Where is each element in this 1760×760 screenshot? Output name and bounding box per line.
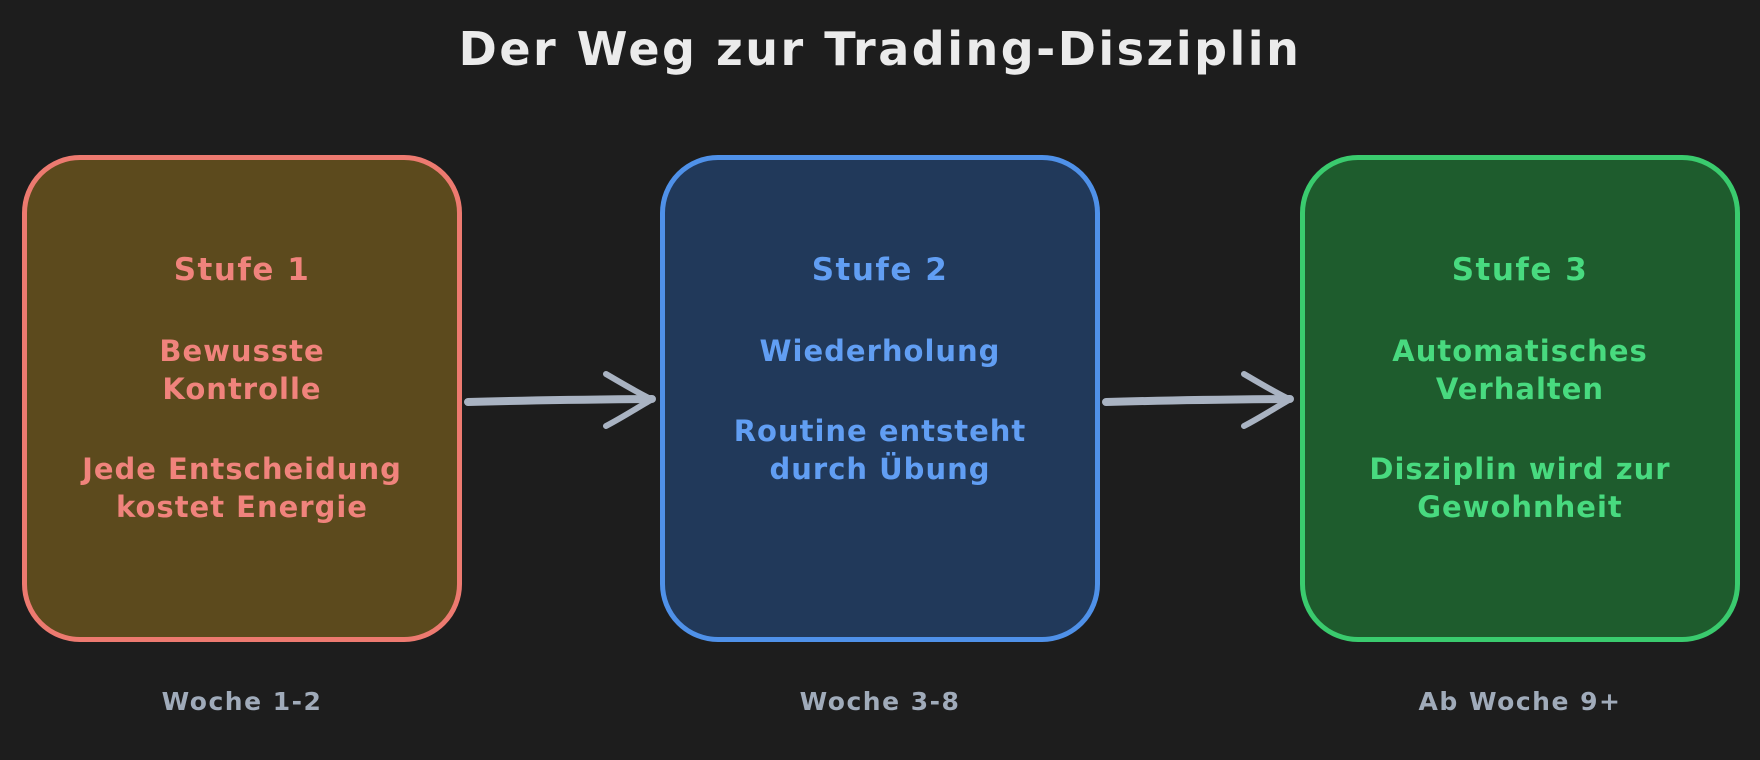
stage-card-2: Stufe 2 Wiederholung Routine entsteht du… bbox=[660, 155, 1100, 642]
stage-3-description: Disziplin wird zur Gewohnheit bbox=[1369, 452, 1671, 524]
stage-2-week-label: Woche 3-8 bbox=[799, 687, 961, 716]
stage-1-heading: Stufe 1 bbox=[173, 252, 311, 288]
stage-2-heading: Stufe 2 bbox=[811, 252, 949, 288]
stage-card-1: Stufe 1 Bewusste Kontrolle Jede Entschei… bbox=[22, 155, 462, 642]
stage-2-description: Routine entsteht durch Übung bbox=[733, 414, 1027, 486]
stage-3-heading: Stufe 3 bbox=[1451, 252, 1589, 288]
stage-card-3: Stufe 3 Automatisches Verhalten Diszipli… bbox=[1300, 155, 1740, 642]
stage-1-week-label: Woche 1-2 bbox=[161, 687, 323, 716]
diagram-title: Der Weg zur Trading-Disziplin bbox=[458, 22, 1302, 76]
stage-3-week-label: Ab Woche 9+ bbox=[1418, 687, 1622, 716]
stage-2-subtitle: Wiederholung bbox=[759, 334, 1001, 368]
stage-3-subtitle: Automatisches Verhalten bbox=[1392, 334, 1648, 406]
stage-1-subtitle: Bewusste Kontrolle bbox=[159, 334, 325, 406]
right-arrow-icon bbox=[464, 371, 656, 429]
right-arrow-icon bbox=[1102, 371, 1294, 429]
stage-1-description: Jede Entscheidung kostet Energie bbox=[82, 452, 402, 524]
